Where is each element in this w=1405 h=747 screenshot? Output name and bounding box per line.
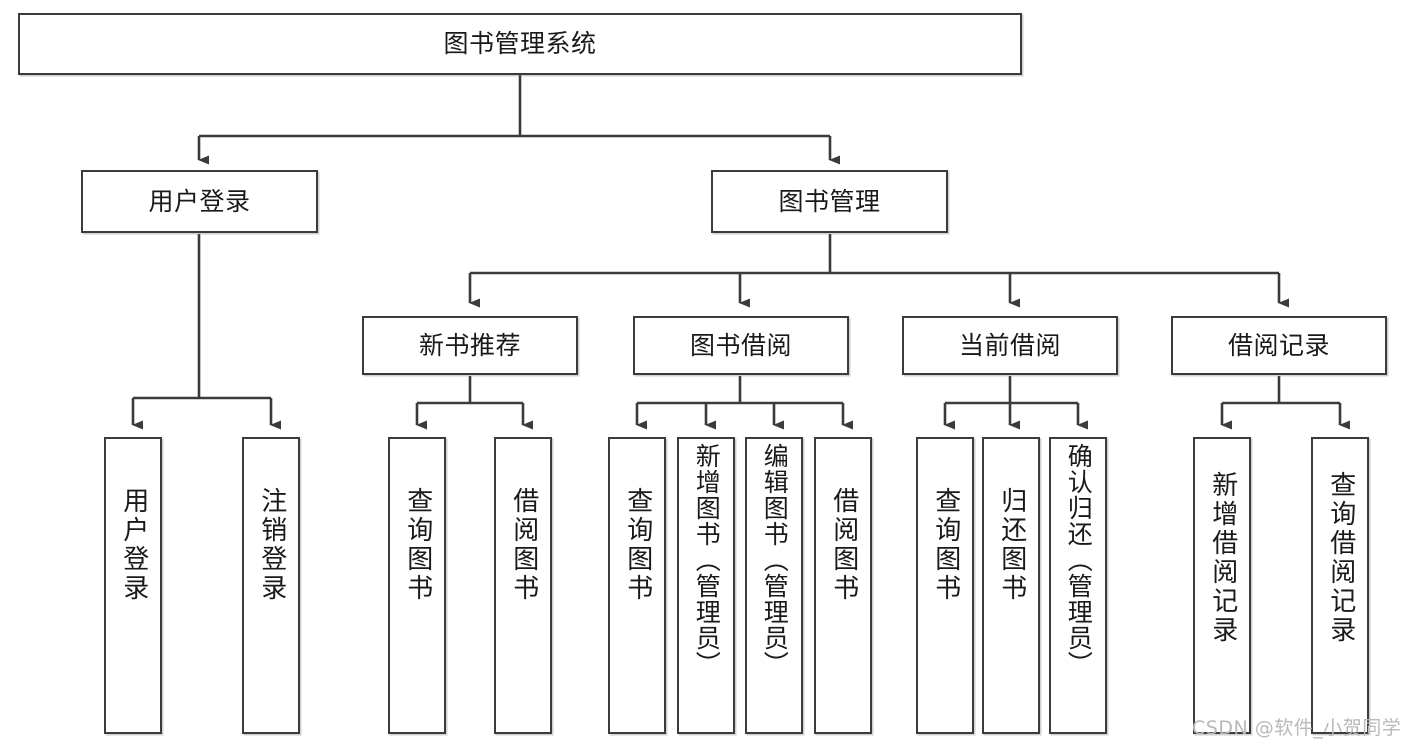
node-label: 新书推荐 [418, 330, 521, 360]
node-label: 编辑图书（管理员） [760, 443, 790, 677]
leaf-record-query-record[interactable]: 查询借阅记录 [1311, 437, 1369, 734]
node-label: 归还图书 [996, 487, 1027, 603]
node-label: 用户登录 [148, 186, 251, 216]
node-label: 查询借阅记录 [1325, 471, 1356, 645]
node-label: 借阅记录 [1227, 330, 1330, 360]
node-user-login[interactable]: 用户登录 [81, 170, 318, 233]
leaf-recommend-borrow-book[interactable]: 借阅图书 [494, 437, 552, 734]
node-label: 当前借阅 [958, 330, 1061, 360]
node-current-borrow[interactable]: 当前借阅 [902, 316, 1118, 375]
node-label: 查询图书 [622, 487, 653, 603]
leaf-borrow-borrow-book[interactable]: 借阅图书 [814, 437, 872, 734]
node-label: 查询图书 [930, 487, 961, 603]
node-label: 用户登录 [118, 487, 149, 603]
node-label: 借阅图书 [508, 487, 539, 603]
leaf-user-login-login[interactable]: 用户登录 [104, 437, 162, 734]
leaf-recommend-query-book[interactable]: 查询图书 [388, 437, 446, 734]
leaf-borrow-add-book-admin[interactable]: 新增图书（管理员） [677, 437, 735, 734]
node-borrow-record[interactable]: 借阅记录 [1171, 316, 1387, 375]
node-label: 查询图书 [402, 487, 433, 603]
node-label: 注销登录 [256, 487, 287, 603]
node-root-system[interactable]: 图书管理系统 [18, 13, 1022, 75]
node-label: 图书管理 [778, 186, 881, 216]
leaf-user-login-logout[interactable]: 注销登录 [242, 437, 300, 734]
node-label: 借阅图书 [828, 487, 859, 603]
node-label: 新增图书（管理员） [692, 443, 722, 677]
node-new-book-recommend[interactable]: 新书推荐 [362, 316, 578, 375]
leaf-record-add-record[interactable]: 新增借阅记录 [1193, 437, 1251, 734]
node-label: 图书管理系统 [443, 29, 597, 58]
node-label: 确认归还（管理员） [1064, 443, 1094, 677]
leaf-current-return-book[interactable]: 归还图书 [982, 437, 1040, 734]
node-book-management[interactable]: 图书管理 [711, 170, 948, 233]
node-label: 新增借阅记录 [1207, 471, 1238, 645]
leaf-borrow-edit-book-admin[interactable]: 编辑图书（管理员） [745, 437, 803, 734]
watermark-text: CSDN @软件_小贺同学 [1192, 717, 1402, 739]
leaf-current-query-book[interactable]: 查询图书 [916, 437, 974, 734]
node-book-borrow[interactable]: 图书借阅 [633, 316, 849, 375]
node-label: 图书借阅 [689, 330, 792, 360]
leaf-current-confirm-return-admin[interactable]: 确认归还（管理员） [1049, 437, 1107, 734]
leaf-borrow-query-book[interactable]: 查询图书 [608, 437, 666, 734]
